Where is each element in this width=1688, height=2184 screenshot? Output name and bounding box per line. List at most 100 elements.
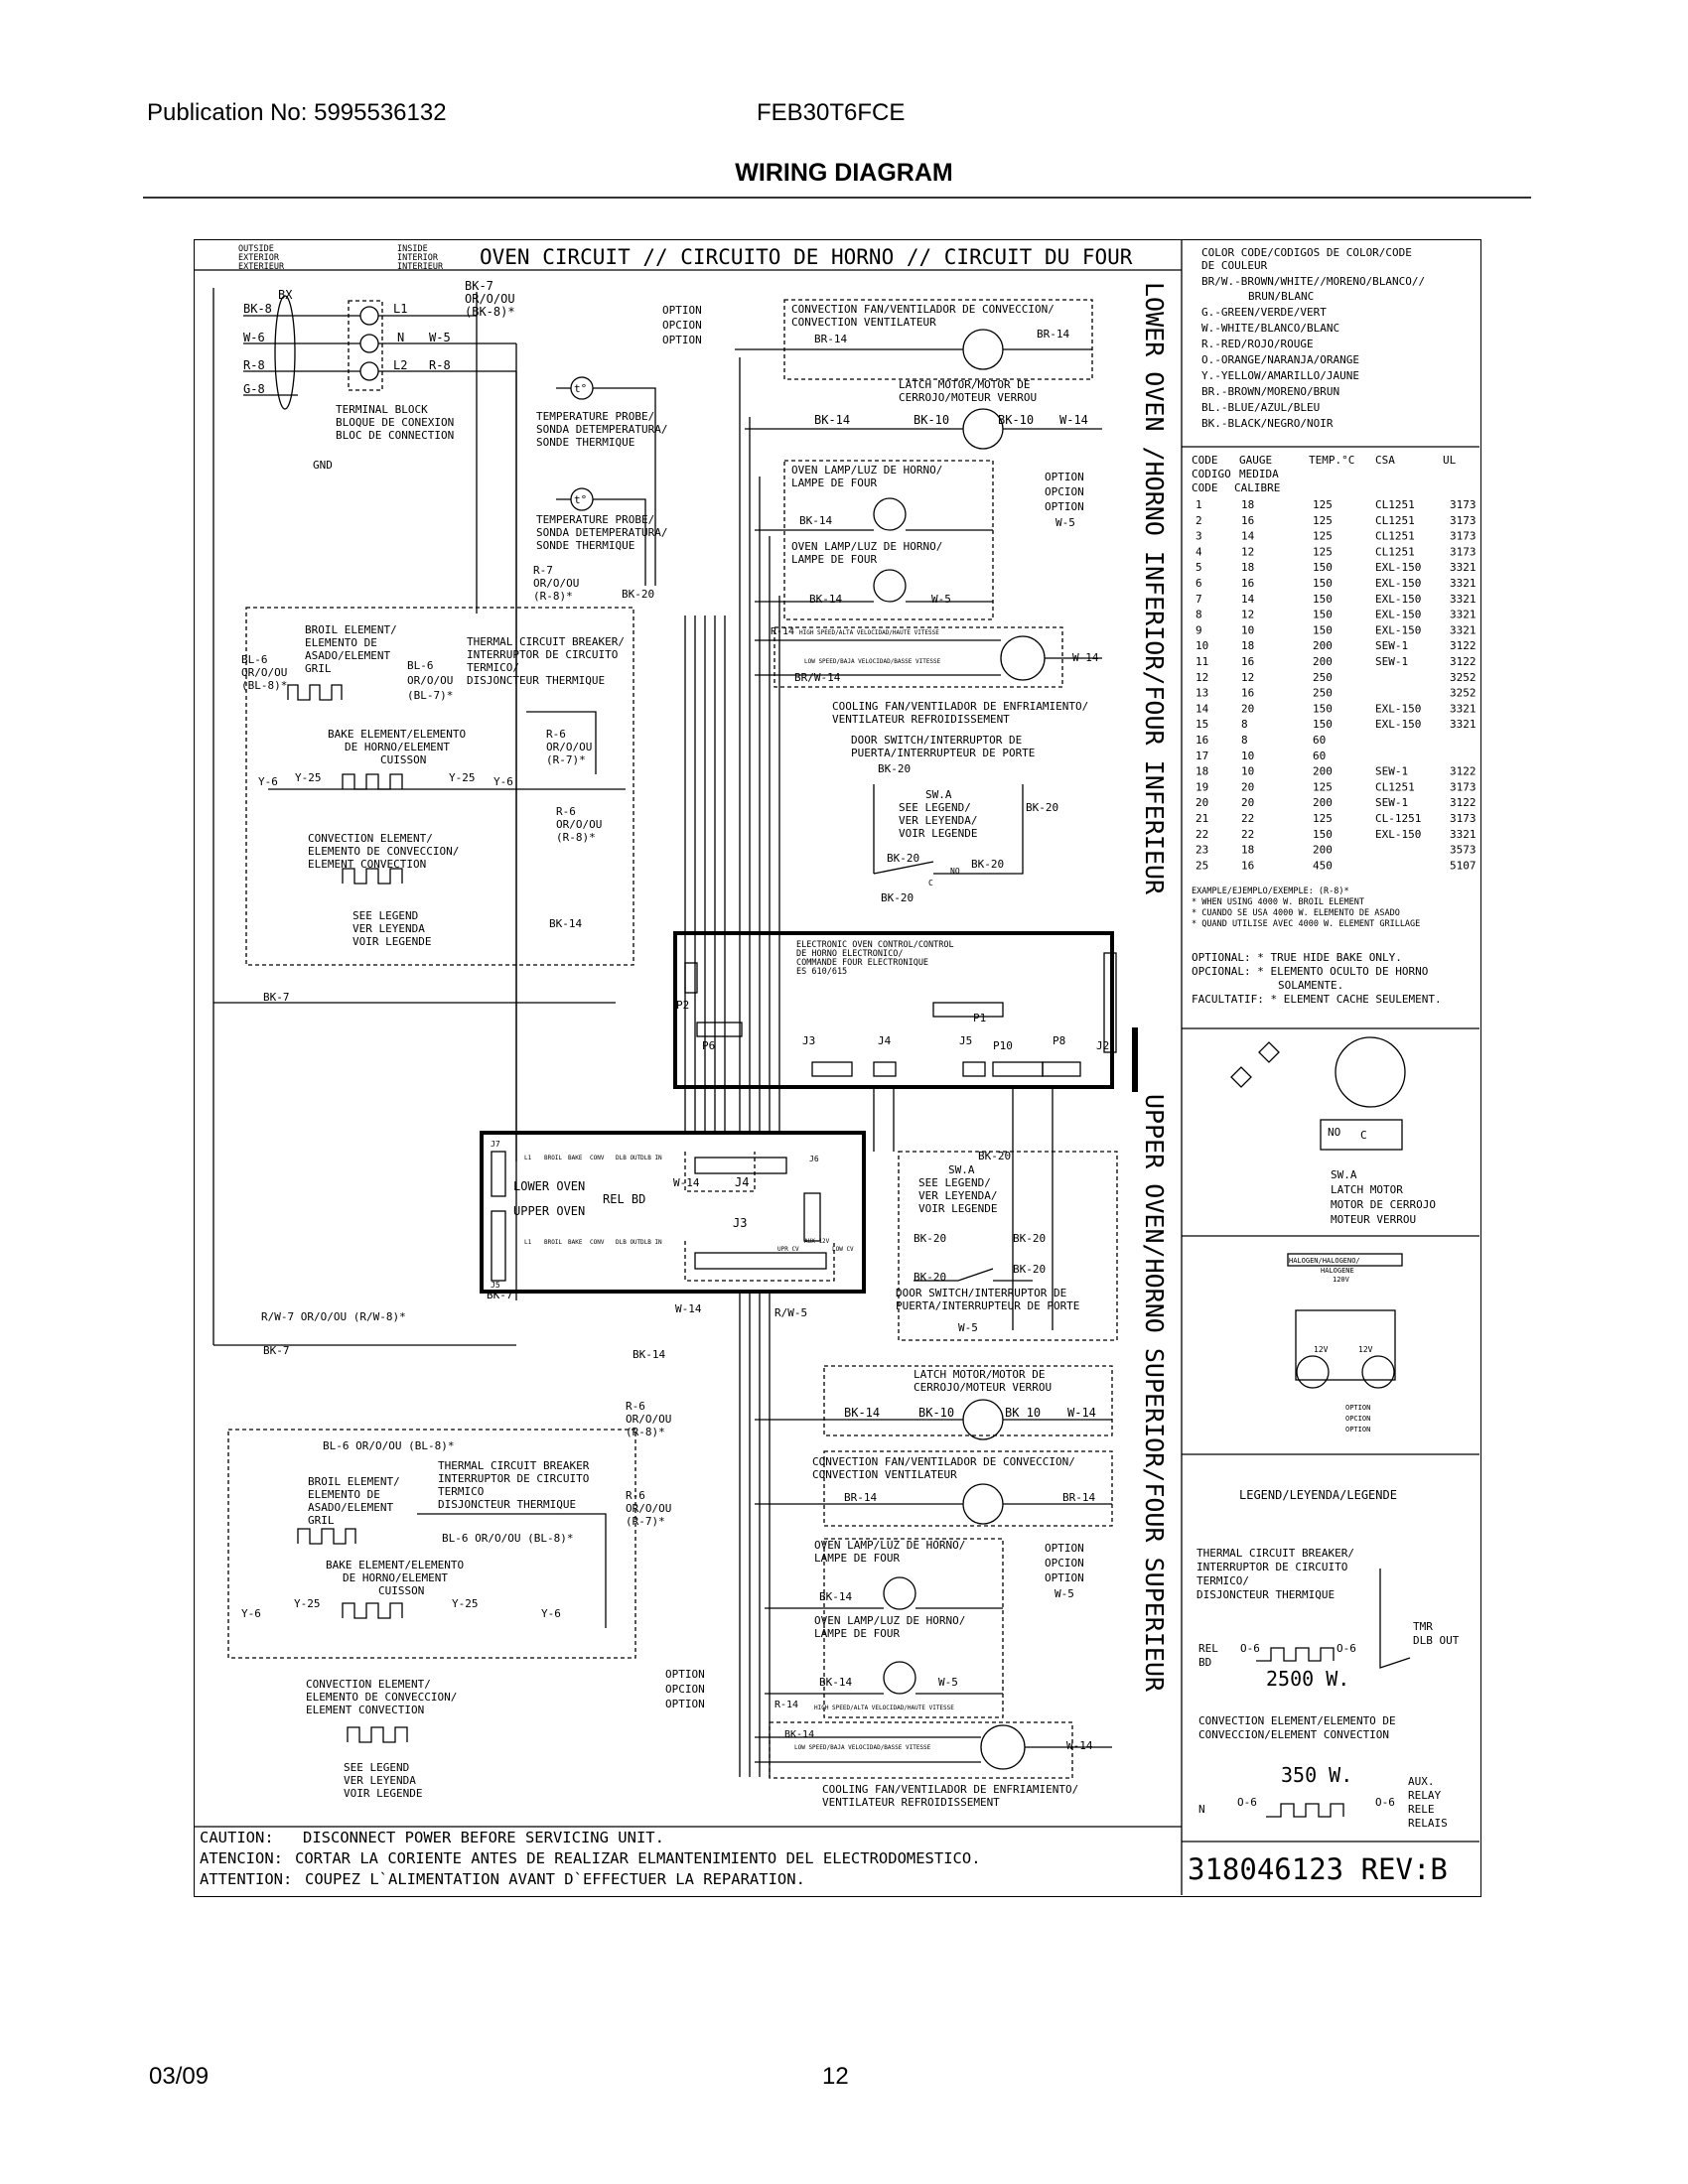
- upper-lamp-1: [883, 1576, 916, 1610]
- lower-swa-bk20: BK-20: [1026, 801, 1058, 814]
- bx-cable: [274, 295, 296, 410]
- upper-lamp-w5-2: W-5: [938, 1676, 958, 1689]
- latch-detail-no: NO: [1328, 1126, 1340, 1139]
- control-p1: [932, 1002, 1004, 1018]
- control-j5-label: J5: [959, 1034, 972, 1047]
- lower-lamp-leads: [755, 529, 993, 603]
- lamp-detail-header: [1287, 1253, 1403, 1267]
- upper-broil-element: [297, 1528, 356, 1545]
- control-p6-label: P6: [702, 1039, 715, 1052]
- upper-r6a-2: OR/O/OU: [626, 1413, 671, 1426]
- color-code-line-7: Y.-YELLOW/AMARILLO/JAUNE: [1201, 369, 1359, 382]
- upper-conv-fan-label-2: CONVECTION VENTILATEUR: [812, 1468, 957, 1481]
- lower-y6-right: Y-6: [493, 775, 513, 788]
- lower-broil-label-1: BROIL ELEMENT/: [305, 623, 397, 636]
- gauge-table-cell: CL-1251: [1375, 812, 1421, 825]
- gauge-header-csa: CSA: [1375, 454, 1395, 467]
- upper-r6a-1: R-6: [626, 1400, 645, 1413]
- lower-conv-fan-motor: [962, 329, 1004, 370]
- gauge-header-ul: UL: [1443, 454, 1457, 467]
- control-j3-label: J3: [802, 1034, 815, 1047]
- upper-latch-bk10: BK-10: [918, 1406, 954, 1420]
- probe-lower-leads: [556, 498, 646, 586]
- gauge-table-cell: 5107: [1450, 859, 1477, 872]
- model-number: FEB30T6FCE: [757, 99, 906, 126]
- gauge-table-cell: 19: [1196, 780, 1208, 793]
- upper-latch-bk10b: BK 10: [1005, 1406, 1041, 1420]
- upper-y25-right: Y-25: [452, 1597, 479, 1610]
- upper-latch-label-2: CERROJO/MOTEUR VERROU: [914, 1381, 1052, 1394]
- upper-swa-1: SW.A: [948, 1163, 975, 1176]
- gauge-table-cell: 12: [1241, 609, 1254, 621]
- gauge-table-cell: 14: [1241, 530, 1255, 543]
- gauge-table-cell: 3173: [1450, 780, 1477, 793]
- example-line-2: * WHEN USING 4000 W. BROIL ELEMENT: [1192, 897, 1364, 907]
- probe-upper-label-3: SONDE THERMIQUE: [536, 436, 634, 449]
- lower-swa-4: VOIR LEGENDE: [899, 827, 977, 840]
- control-j2-label: J2: [1096, 1039, 1109, 1052]
- legend-breaker-2: INTERRUPTOR DE CIRCUITO: [1196, 1561, 1347, 1573]
- gauge-table-cell: 60: [1313, 750, 1326, 762]
- upper-lamp-option-1: OPTION: [1045, 1542, 1084, 1555]
- gauge-table-cell: 3122: [1450, 765, 1477, 778]
- lower-r6b-1: R-6: [556, 805, 576, 818]
- legend-o6b: O-6: [1336, 1642, 1356, 1655]
- lower-breaker-4: DISJONCTEUR THERMIQUE: [467, 674, 605, 687]
- upper-lamp-2: [883, 1661, 916, 1695]
- wire-label-w6: W-6: [243, 331, 265, 344]
- relay-top-pin-3: BAKE: [568, 1155, 583, 1161]
- lower-broil-label-3: ASADO/ELEMENT: [305, 649, 390, 662]
- upper-y6-left: Y-6: [241, 1607, 261, 1620]
- gauge-table-cell: 3122: [1450, 639, 1477, 652]
- upper-cooling-r14: R-14: [774, 1700, 798, 1710]
- vertical-lower-oven-label: LOWER OVEN /HORNO INFERIOR/FOUR INFERIEU…: [1140, 282, 1169, 895]
- upper-cooling-label-2: VENTILATEUR REFROIDISSEMENT: [822, 1796, 1000, 1809]
- relay-bottom-pin-1: L1: [524, 1239, 532, 1246]
- gauge-table-cell: 16: [1241, 514, 1254, 527]
- control-title-4: ES 610/615: [796, 967, 847, 977]
- relay-j3-label: J3: [733, 1216, 747, 1230]
- lamp-detail-option-1: OPTION: [1345, 1404, 1370, 1412]
- gauge-table-cell: 23: [1196, 844, 1208, 857]
- gauge-table-cell: 3573: [1450, 844, 1477, 857]
- optional-line-1: OPTIONAL: * TRUE HIDE BAKE ONLY.: [1192, 951, 1402, 964]
- upper-latch-box: [823, 1365, 1113, 1436]
- probe-upper-label-2: SONDA DETEMPERATURA/: [536, 423, 667, 436]
- probe-lower-label-2: SONDA DETEMPERATURA/: [536, 526, 667, 539]
- color-code-line-4: W.-WHITE/BLANCO/BLANC: [1201, 322, 1339, 335]
- footer-date: 03/09: [149, 2063, 210, 2090]
- wire-label-bk8: BK-8: [243, 302, 272, 316]
- control-p10-label: P10: [993, 1039, 1013, 1052]
- gauge-table-cell: 5: [1196, 561, 1202, 574]
- upper-lamp-w5: W-5: [1055, 1587, 1074, 1600]
- gauge-table-cell: 21: [1196, 812, 1208, 825]
- terminal-l2: [359, 361, 379, 381]
- gauge-table-cell: 3173: [1450, 530, 1477, 543]
- gauge-table-cell: 18: [1241, 498, 1254, 511]
- relay-j6: [803, 1192, 821, 1242]
- upper-lamp-label-2: LAMPE DE FOUR: [814, 1552, 900, 1565]
- lower-broil-label-4: GRIL: [305, 662, 332, 675]
- upper-bake-label-1: BAKE ELEMENT/ELEMENTO: [326, 1559, 464, 1571]
- gauge-table-cell: 3122: [1450, 655, 1477, 668]
- lower-door-label-2: PUERTA/INTERRUPTEUR DE PORTE: [851, 747, 1035, 759]
- control-title-2: DE HORNO ELECTRONICO/: [796, 949, 903, 959]
- latch-detail-label-4: MOTEUR VERROU: [1331, 1213, 1416, 1226]
- gauge-table-cell: 16: [1241, 859, 1254, 872]
- terminal-block-label-2: BLOQUE DE CONEXION: [336, 416, 454, 429]
- lower-cooling-fan-motor: [1000, 635, 1046, 681]
- lower-lamp-option-2: OPCION: [1045, 485, 1084, 498]
- gauge-table-cell: 150: [1313, 609, 1333, 621]
- legend-bd: BD: [1198, 1656, 1211, 1669]
- upper-lamp-bk14-2: BK-14: [819, 1676, 852, 1689]
- upper-cooling-fan-motor: [980, 1724, 1026, 1770]
- upper-conv-label-2: ELEMENTO DE CONVECCION/: [306, 1691, 457, 1704]
- upper-swa-2: SEE LEGEND/: [918, 1176, 991, 1189]
- lower-lamp-w5-2: W-5: [931, 593, 951, 606]
- gauge-table-cell: 200: [1313, 765, 1333, 778]
- gauge-table-cell: 3252: [1450, 687, 1477, 700]
- relay-j3-outline: [684, 1241, 835, 1282]
- gauge-table-cell: 150: [1313, 593, 1333, 606]
- relay-j5: [491, 1210, 506, 1282]
- gauge-table-cell: EXL-150: [1375, 828, 1421, 841]
